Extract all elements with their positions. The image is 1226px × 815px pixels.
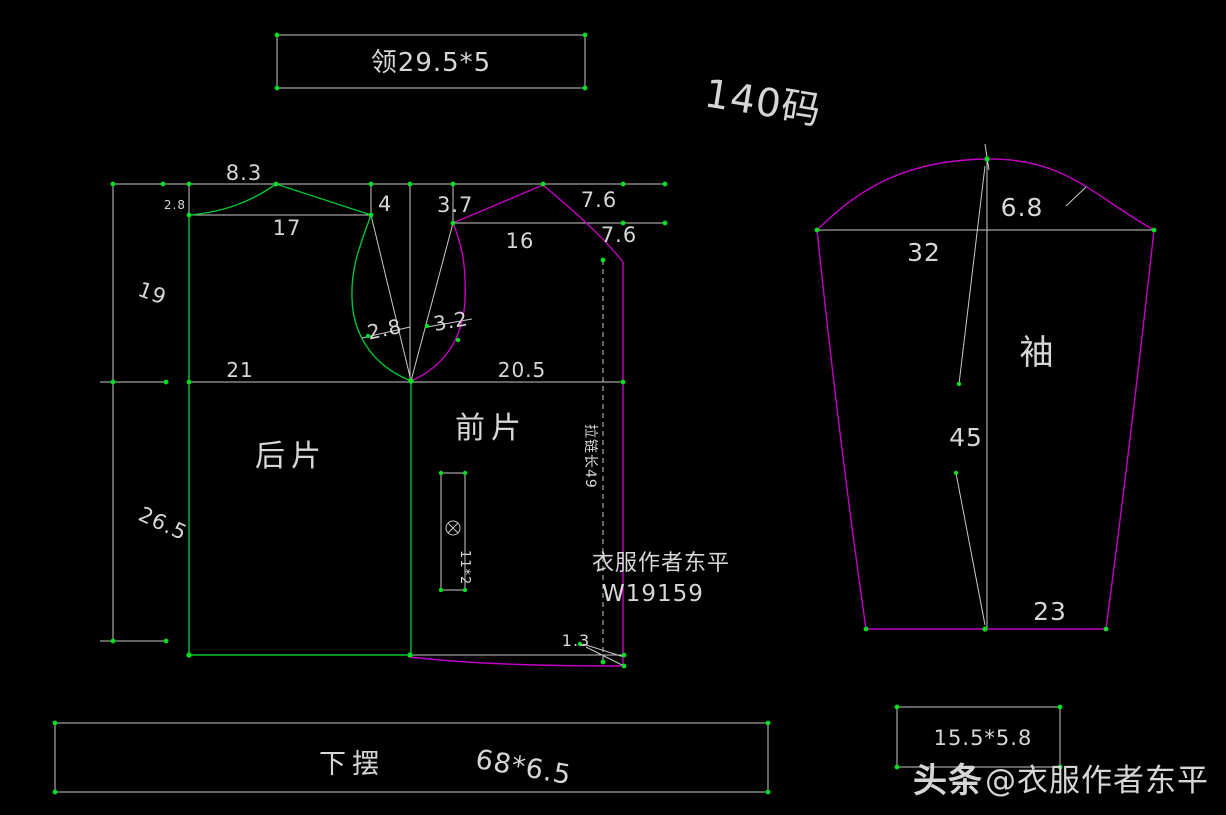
author-label: 衣服作者东平 (592, 551, 730, 576)
sleeve-piece-label: 袖 (1020, 333, 1055, 373)
front-armhole-curve (410, 222, 466, 382)
dim-armhole-depth: 19 (135, 277, 170, 309)
dim-front-chest: 20.5 (498, 358, 547, 382)
hem-band-rect (54, 722, 769, 793)
watermark-brand: 头条 (913, 761, 983, 801)
dim-front-neck-upper: 7.6 (581, 188, 617, 212)
front-hem-curve (409, 656, 625, 667)
zipper-length-label: 拉链长49 (582, 424, 598, 489)
hem-band-label: 下摆 (319, 749, 385, 780)
collar-label: 领29.5*5 (371, 48, 491, 78)
back-armhole-curve (351, 214, 412, 382)
cuff-band-size: 15.5*5.8 (934, 726, 1033, 750)
size-label: 140码 (701, 71, 824, 134)
watermark-handle: @衣服作者东平 (985, 763, 1209, 799)
front-neckline-curve (542, 184, 624, 263)
pocket-size-label: 11*2 (457, 550, 472, 585)
dim-back-chest: 21 (226, 358, 253, 382)
dim-hem-dip: 1.3 (562, 631, 590, 650)
sleeve-length-dim-upper (958, 165, 986, 385)
dim-sleeve-length: 45 (949, 423, 983, 452)
hem-band-size: 68*6.5 (473, 744, 574, 791)
collar-rect (276, 34, 586, 89)
dim-back-shoulder-drop: 4 (378, 192, 392, 216)
pocket-rect (440, 472, 466, 591)
cuff-band-rect (896, 706, 1061, 768)
grip-points (52, 32, 1157, 795)
dim-back-neck-width: 8.3 (226, 161, 262, 185)
sleeve-left-seam (816, 229, 867, 630)
dim-front-shoulder-drop: 3.7 (437, 193, 473, 217)
dim-sleeve-cap-height: 6.8 (1001, 193, 1044, 222)
hem-dip-leader-2 (585, 646, 625, 667)
dim-front-neck-lower: 7.6 (601, 223, 637, 247)
front-shoulder-seam (452, 184, 544, 224)
front-piece-label: 前片 (455, 411, 527, 446)
pocket-mark-cross (447, 522, 459, 534)
dim-front-shoulder-len: 16 (506, 229, 535, 253)
dim-back-shoulder-len: 17 (273, 216, 302, 240)
dim-front-armhole-inset: 3.2 (432, 306, 470, 336)
front-inset-leader (426, 318, 473, 328)
v-line-right (410, 222, 454, 382)
sleeve-length-dim-lower (955, 472, 986, 626)
dim-back-neck-drop: 2.8 (164, 198, 186, 212)
author-id-label: W19159 (602, 581, 704, 607)
sleeve-right-seam (1105, 229, 1155, 630)
back-neckline-curve (188, 183, 277, 216)
back-shoulder-seam (275, 183, 372, 216)
pocket-mark-circle (445, 520, 461, 536)
dim-sleeve-width: 32 (907, 238, 941, 267)
dim-cuff-width: 23 (1033, 597, 1067, 626)
sleeve-cap-curve (816, 158, 1155, 231)
v-line-left (370, 214, 412, 382)
sleeve-cap-notch (1065, 186, 1087, 207)
dim-side-length: 26.5 (135, 502, 191, 545)
dim-back-armhole-inset: 2.8 (365, 314, 404, 345)
back-piece-label: 后片 (255, 439, 327, 474)
